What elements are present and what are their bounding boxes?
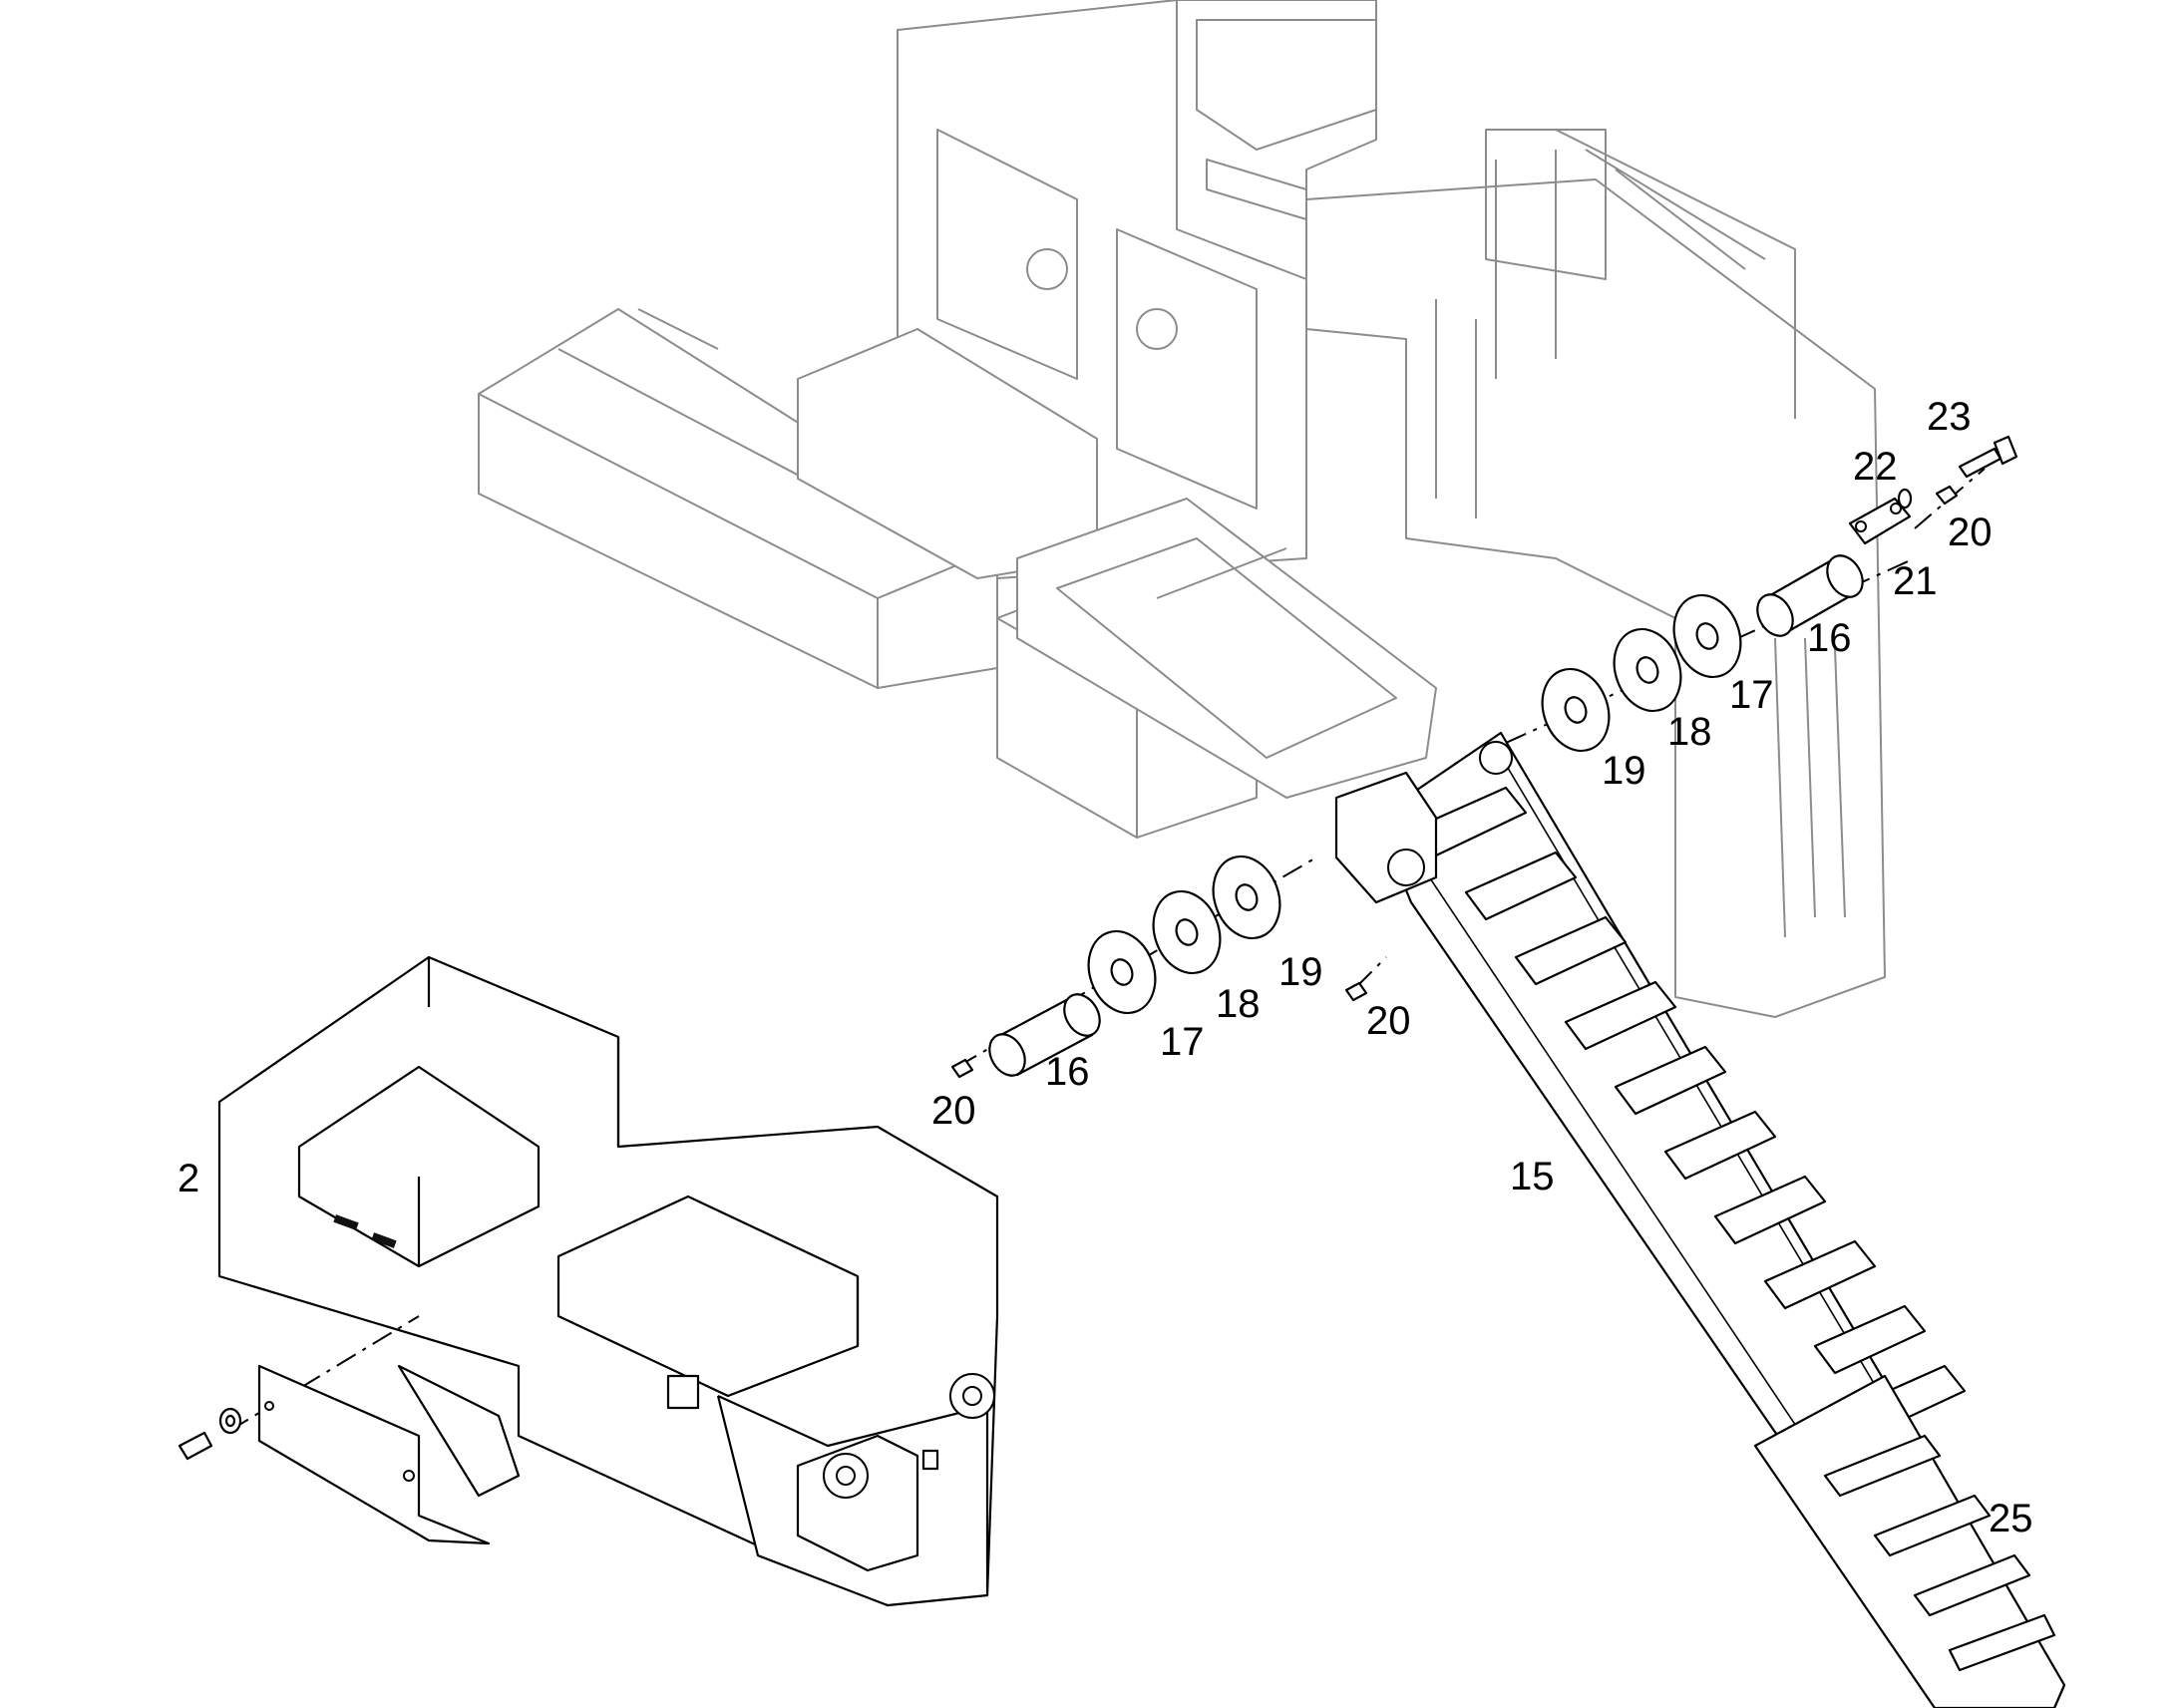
callout-15: 15 [1510,1155,1555,1198]
callout-20-lower: 20 [931,1089,976,1133]
cover-plate [228,1315,491,1545]
bolt-and-washer [178,1407,242,1461]
callout-20-upper: 20 [1948,511,1993,554]
machine-context [478,0,1886,1018]
callout-18-lower: 18 [1216,982,1261,1026]
callout-19-lower: 19 [1278,950,1323,994]
upper-hinge-parts [1505,435,2018,753]
nut-20-lower-right [1344,981,1368,1002]
frame-part-2 [217,955,999,1607]
pin-16-lower [988,993,1101,1077]
bolt-23 [1958,435,2018,479]
washer-22 [1897,488,1913,510]
lower-hinge-parts [950,854,1387,1079]
nut-20-lower-left [950,1058,974,1079]
callout-25: 25 [1989,1497,2033,1540]
lower-stair-section [1753,1374,2066,1708]
nut-20-upper [1935,485,1959,506]
callout-18-upper: 18 [1667,710,1712,754]
callout-19-upper: 19 [1602,749,1646,793]
callout-17-upper: 17 [1729,673,1774,717]
callout-22: 22 [1853,445,1898,489]
pin-16-upper [1756,554,1864,637]
callout-2: 2 [178,1157,199,1200]
stair-treads [1414,786,1967,1435]
callout-labels: 2 15 16 16 17 17 18 18 19 19 20 20 20 21… [178,395,2033,1540]
callout-16-lower: 16 [1045,1050,1090,1094]
callout-20-middle: 20 [1366,999,1411,1043]
callout-21: 21 [1893,559,1938,603]
callout-23: 23 [1927,395,1972,439]
stair-assembly [1334,731,2066,1708]
callout-17-lower: 17 [1160,1020,1205,1064]
callout-16-upper: 16 [1807,616,1852,660]
